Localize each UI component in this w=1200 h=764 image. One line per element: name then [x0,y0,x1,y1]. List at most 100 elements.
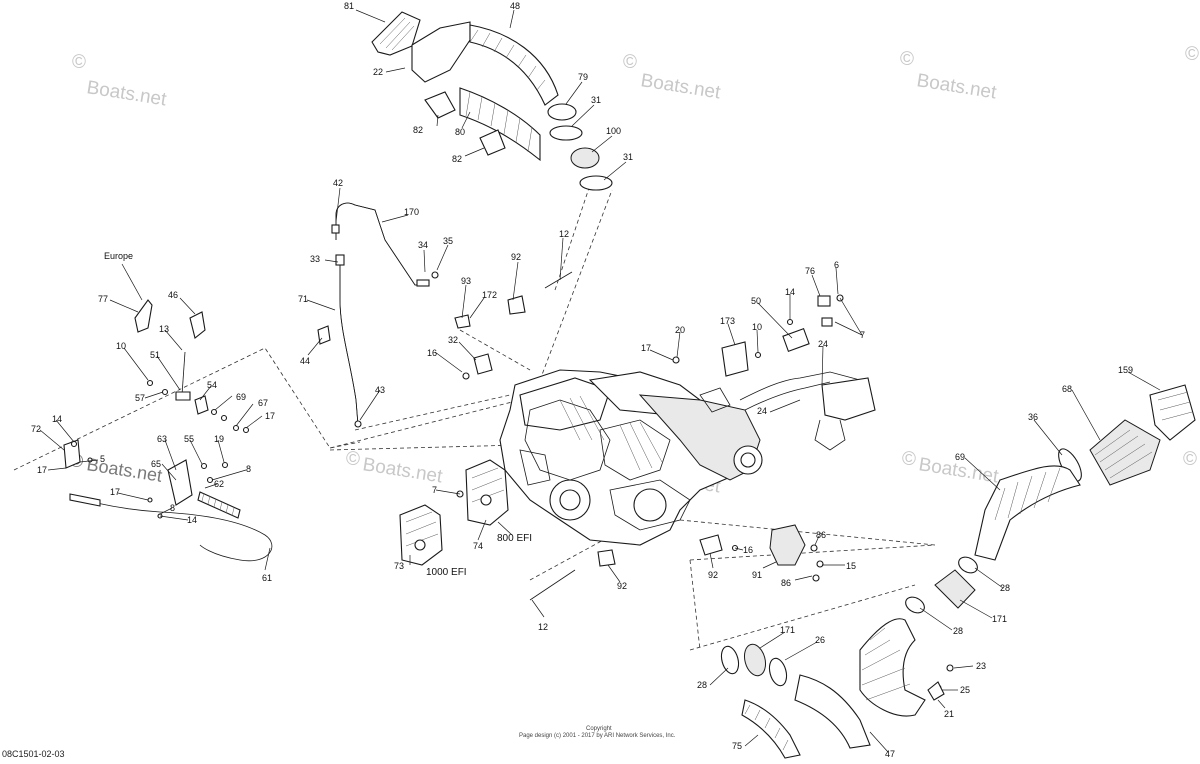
part-63-lever [167,459,193,506]
watermark-symbol: © [1185,44,1199,65]
callout-5: 5 [100,454,105,464]
part-92-mount-right [699,534,723,556]
part-50-block [782,328,810,352]
callout-75: 75 [732,741,742,751]
part-80-duct [459,87,541,162]
callout-19: 19 [214,434,224,444]
part-92-mount-top [507,295,526,315]
callout-15: 15 [846,561,856,571]
callout-28: 28 [953,626,963,636]
callout-159: 159 [1118,365,1133,375]
callout-93: 93 [461,276,471,286]
label-europe: Europe [104,251,133,261]
callout-17: 17 [37,465,47,475]
callout-21: 21 [944,709,954,719]
callout-8: 8 [170,503,175,513]
part-54-bracket [194,395,209,415]
callout-47: 47 [885,749,895,759]
callout-31: 31 [591,95,601,105]
callout-7: 7 [860,330,865,340]
watermark-symbol: © [1183,449,1197,470]
part-32-mount [473,353,493,375]
callout-92: 92 [708,570,718,580]
callout-173: 173 [720,316,735,326]
callout-65: 65 [151,459,161,469]
callout-20: 20 [675,325,685,335]
callout-25: 25 [960,685,970,695]
callout-61: 61 [262,573,272,583]
watermark: Boats.net [361,454,444,487]
callout-17: 17 [265,411,275,421]
part-48-duct [469,24,559,106]
label-800-efi: 800 EFI [497,533,532,544]
callout-171: 171 [780,625,795,635]
callout-51: 51 [150,350,160,360]
engine-block [499,369,876,546]
callout-81: 81 [344,1,354,11]
callout-55: 55 [184,434,194,444]
callout-62: 62 [214,479,224,489]
part-82-bracket-a [424,91,456,119]
callout-16: 16 [743,545,753,555]
part-31-clamp [549,125,583,141]
part-77-lever [134,299,153,333]
callout-172: 172 [482,290,497,300]
callout-16: 16 [427,348,437,358]
callout-12: 12 [559,229,569,239]
callout-10: 10 [752,322,762,332]
callout-14: 14 [187,515,197,525]
part-91-mount [769,524,806,566]
callout-82: 82 [452,154,462,164]
callout-42: 42 [333,178,343,188]
watermark-symbol: © [900,49,914,70]
part-62-spring [197,491,241,519]
callout-44: 44 [300,356,310,366]
diagram-reference-code: 08C1501-02-03 [2,749,65,759]
part-24-module [821,377,876,421]
callout-17: 17 [641,343,651,353]
callout-8: 8 [246,464,251,474]
callout-35: 35 [443,236,453,246]
part-28-clamp-b [905,596,925,614]
callout-6: 6 [834,260,839,270]
callout-100: 100 [606,126,621,136]
label-1000-efi: 1000 EFI [426,567,467,578]
watermark-symbol: © [72,52,86,73]
dashed-assembly-lines [13,184,936,651]
part-171-boot-a [934,569,976,609]
callout-24: 24 [757,406,767,416]
callout-36: 36 [1028,412,1038,422]
callout-22: 22 [373,67,383,77]
callout-92: 92 [511,252,521,262]
part-68-boot [1089,419,1161,486]
part-79-ring [547,103,577,121]
callout-71: 71 [298,294,308,304]
callout-54: 54 [207,380,217,390]
watermark: Boats.net [639,70,722,103]
callout-33: 33 [310,254,320,264]
callout-74: 74 [473,541,483,551]
callout-23: 23 [976,661,986,671]
callout-46: 46 [168,290,178,300]
part-31-clamp-b [579,175,613,191]
part-171-boot-b [743,643,767,677]
part-26-clamp [768,657,788,687]
callout-10: 10 [116,341,126,351]
callout-76: 76 [805,266,815,276]
callout-31: 31 [623,152,633,162]
leader-lines [39,9,1161,753]
engine-mounts [399,459,509,566]
callout-28: 28 [697,680,707,690]
callout-48: 48 [510,1,520,11]
part-76-bush [817,295,831,307]
part-173-bracket [721,341,749,377]
callout-7: 7 [432,485,437,495]
callout-77: 77 [98,294,108,304]
callout-73: 73 [394,561,404,571]
callout-92: 92 [617,581,627,591]
callout-57: 57 [135,393,145,403]
callout-170: 170 [404,207,419,217]
callout-79: 79 [578,72,588,82]
callout-67: 67 [258,398,268,408]
copyright-title: Copyright [586,726,612,732]
